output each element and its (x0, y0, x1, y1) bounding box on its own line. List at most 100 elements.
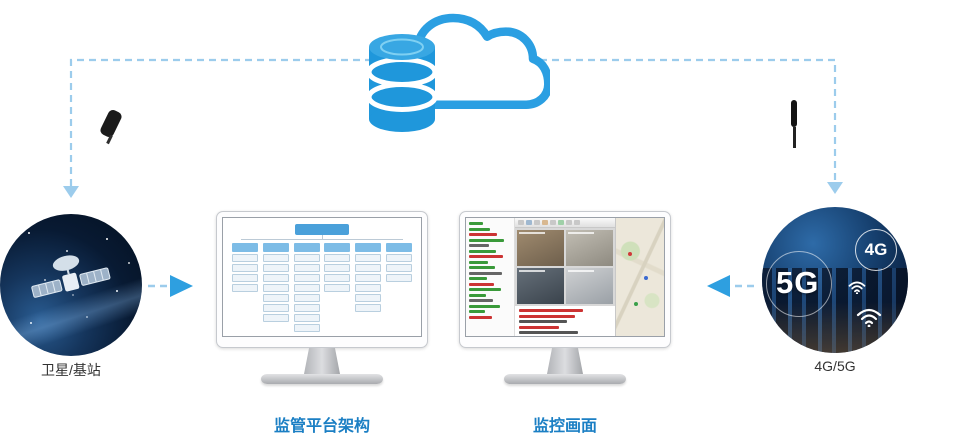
org-child-box (262, 254, 289, 262)
toolbar-button (526, 220, 532, 225)
toolbar-button (534, 220, 540, 225)
org-child-box (385, 264, 412, 272)
arrowhead-down-right (827, 182, 843, 194)
map-panel (615, 218, 664, 336)
monitor-base (261, 374, 383, 384)
video-feed (517, 268, 564, 304)
toolbar-button (542, 220, 548, 225)
antenna-icon-left (98, 108, 130, 156)
tree-row (469, 255, 503, 258)
org-child-box (262, 284, 289, 292)
log-row (519, 325, 559, 329)
org-child-box (355, 264, 382, 272)
org-child-box (355, 284, 382, 292)
satellite-label: 卫星/基站 (41, 362, 101, 378)
event-log (515, 306, 615, 338)
org-column (293, 243, 320, 332)
org-child-box (385, 274, 412, 282)
4g-badge: 4G (855, 229, 897, 271)
org-child-box (293, 284, 320, 292)
org-connector (321, 235, 323, 239)
org-child-box (262, 294, 289, 302)
antenna-rod (791, 100, 797, 127)
satellite-icon (31, 255, 111, 299)
platform-screen (222, 217, 422, 337)
tree-row (469, 315, 492, 319)
5g-ring (766, 251, 832, 317)
wifi-icon (856, 308, 882, 327)
monitor-frame (459, 211, 671, 348)
tree-row (469, 271, 502, 275)
toolbar-strip (515, 218, 615, 228)
tree-row (469, 266, 495, 269)
org-columns (225, 240, 419, 332)
tree-row (469, 288, 501, 291)
org-child-box (262, 304, 289, 312)
org-child-box (293, 324, 320, 332)
org-column (385, 243, 412, 332)
org-chart (223, 218, 421, 336)
toolbar-button (566, 220, 572, 225)
tree-row (469, 277, 487, 280)
org-child-box (293, 254, 320, 262)
org-child-box (232, 274, 258, 282)
platform-monitor (216, 211, 428, 384)
tree-row (469, 244, 489, 247)
antenna-stem (792, 127, 796, 148)
stars (8, 224, 10, 226)
database-icon (366, 34, 438, 132)
surveillance-screen (465, 217, 665, 337)
log-row (519, 320, 567, 323)
tree-row (469, 304, 500, 308)
org-child-box (262, 274, 289, 282)
org-root-box (295, 224, 349, 235)
log-row (519, 314, 576, 318)
monitor-frame (216, 211, 428, 348)
log-row (519, 309, 584, 312)
video-feed (517, 230, 564, 266)
org-child-box (355, 304, 382, 312)
map-marker-green (634, 302, 638, 306)
surveillance-monitor (459, 211, 671, 384)
org-child-box (293, 304, 320, 312)
org-parent-box (293, 243, 320, 252)
video-grid (515, 228, 615, 306)
toolbar-button (558, 220, 564, 225)
org-child-box (232, 284, 258, 292)
cellular-node: 5G 4G (762, 207, 908, 353)
org-child-box (293, 274, 320, 282)
org-child-box (324, 274, 351, 282)
arrowhead-down-left (63, 186, 79, 198)
log-row (519, 337, 570, 338)
org-child-box (355, 294, 382, 302)
org-column (262, 243, 289, 332)
org-child-box (324, 264, 351, 272)
tree-row (469, 227, 490, 231)
satellite-node (0, 214, 142, 356)
surveillance-main (515, 218, 615, 336)
connector-cloud-to-cellular (540, 58, 837, 182)
surveillance-app (466, 218, 664, 336)
org-child-box (232, 254, 258, 262)
tree-row (469, 249, 496, 253)
arrowhead-left (707, 275, 730, 297)
platform-label: 监管平台架构 (273, 418, 370, 435)
org-child-box (385, 254, 412, 262)
antenna-icon-right (791, 100, 797, 148)
monitor-base (504, 374, 626, 384)
monitor-stand (304, 348, 340, 374)
toolbar-button (518, 220, 524, 225)
tree-row (469, 299, 493, 302)
toolbar-button (574, 220, 580, 225)
surveillance-label: 监控画面 (532, 418, 597, 435)
org-child-box (293, 264, 320, 272)
tree-row (469, 260, 488, 264)
arrowhead-right (170, 275, 193, 297)
org-parent-box (385, 243, 412, 252)
tree-row (469, 233, 497, 236)
org-child-box (355, 274, 382, 282)
org-child-box (262, 264, 289, 272)
tree-row (469, 282, 494, 286)
